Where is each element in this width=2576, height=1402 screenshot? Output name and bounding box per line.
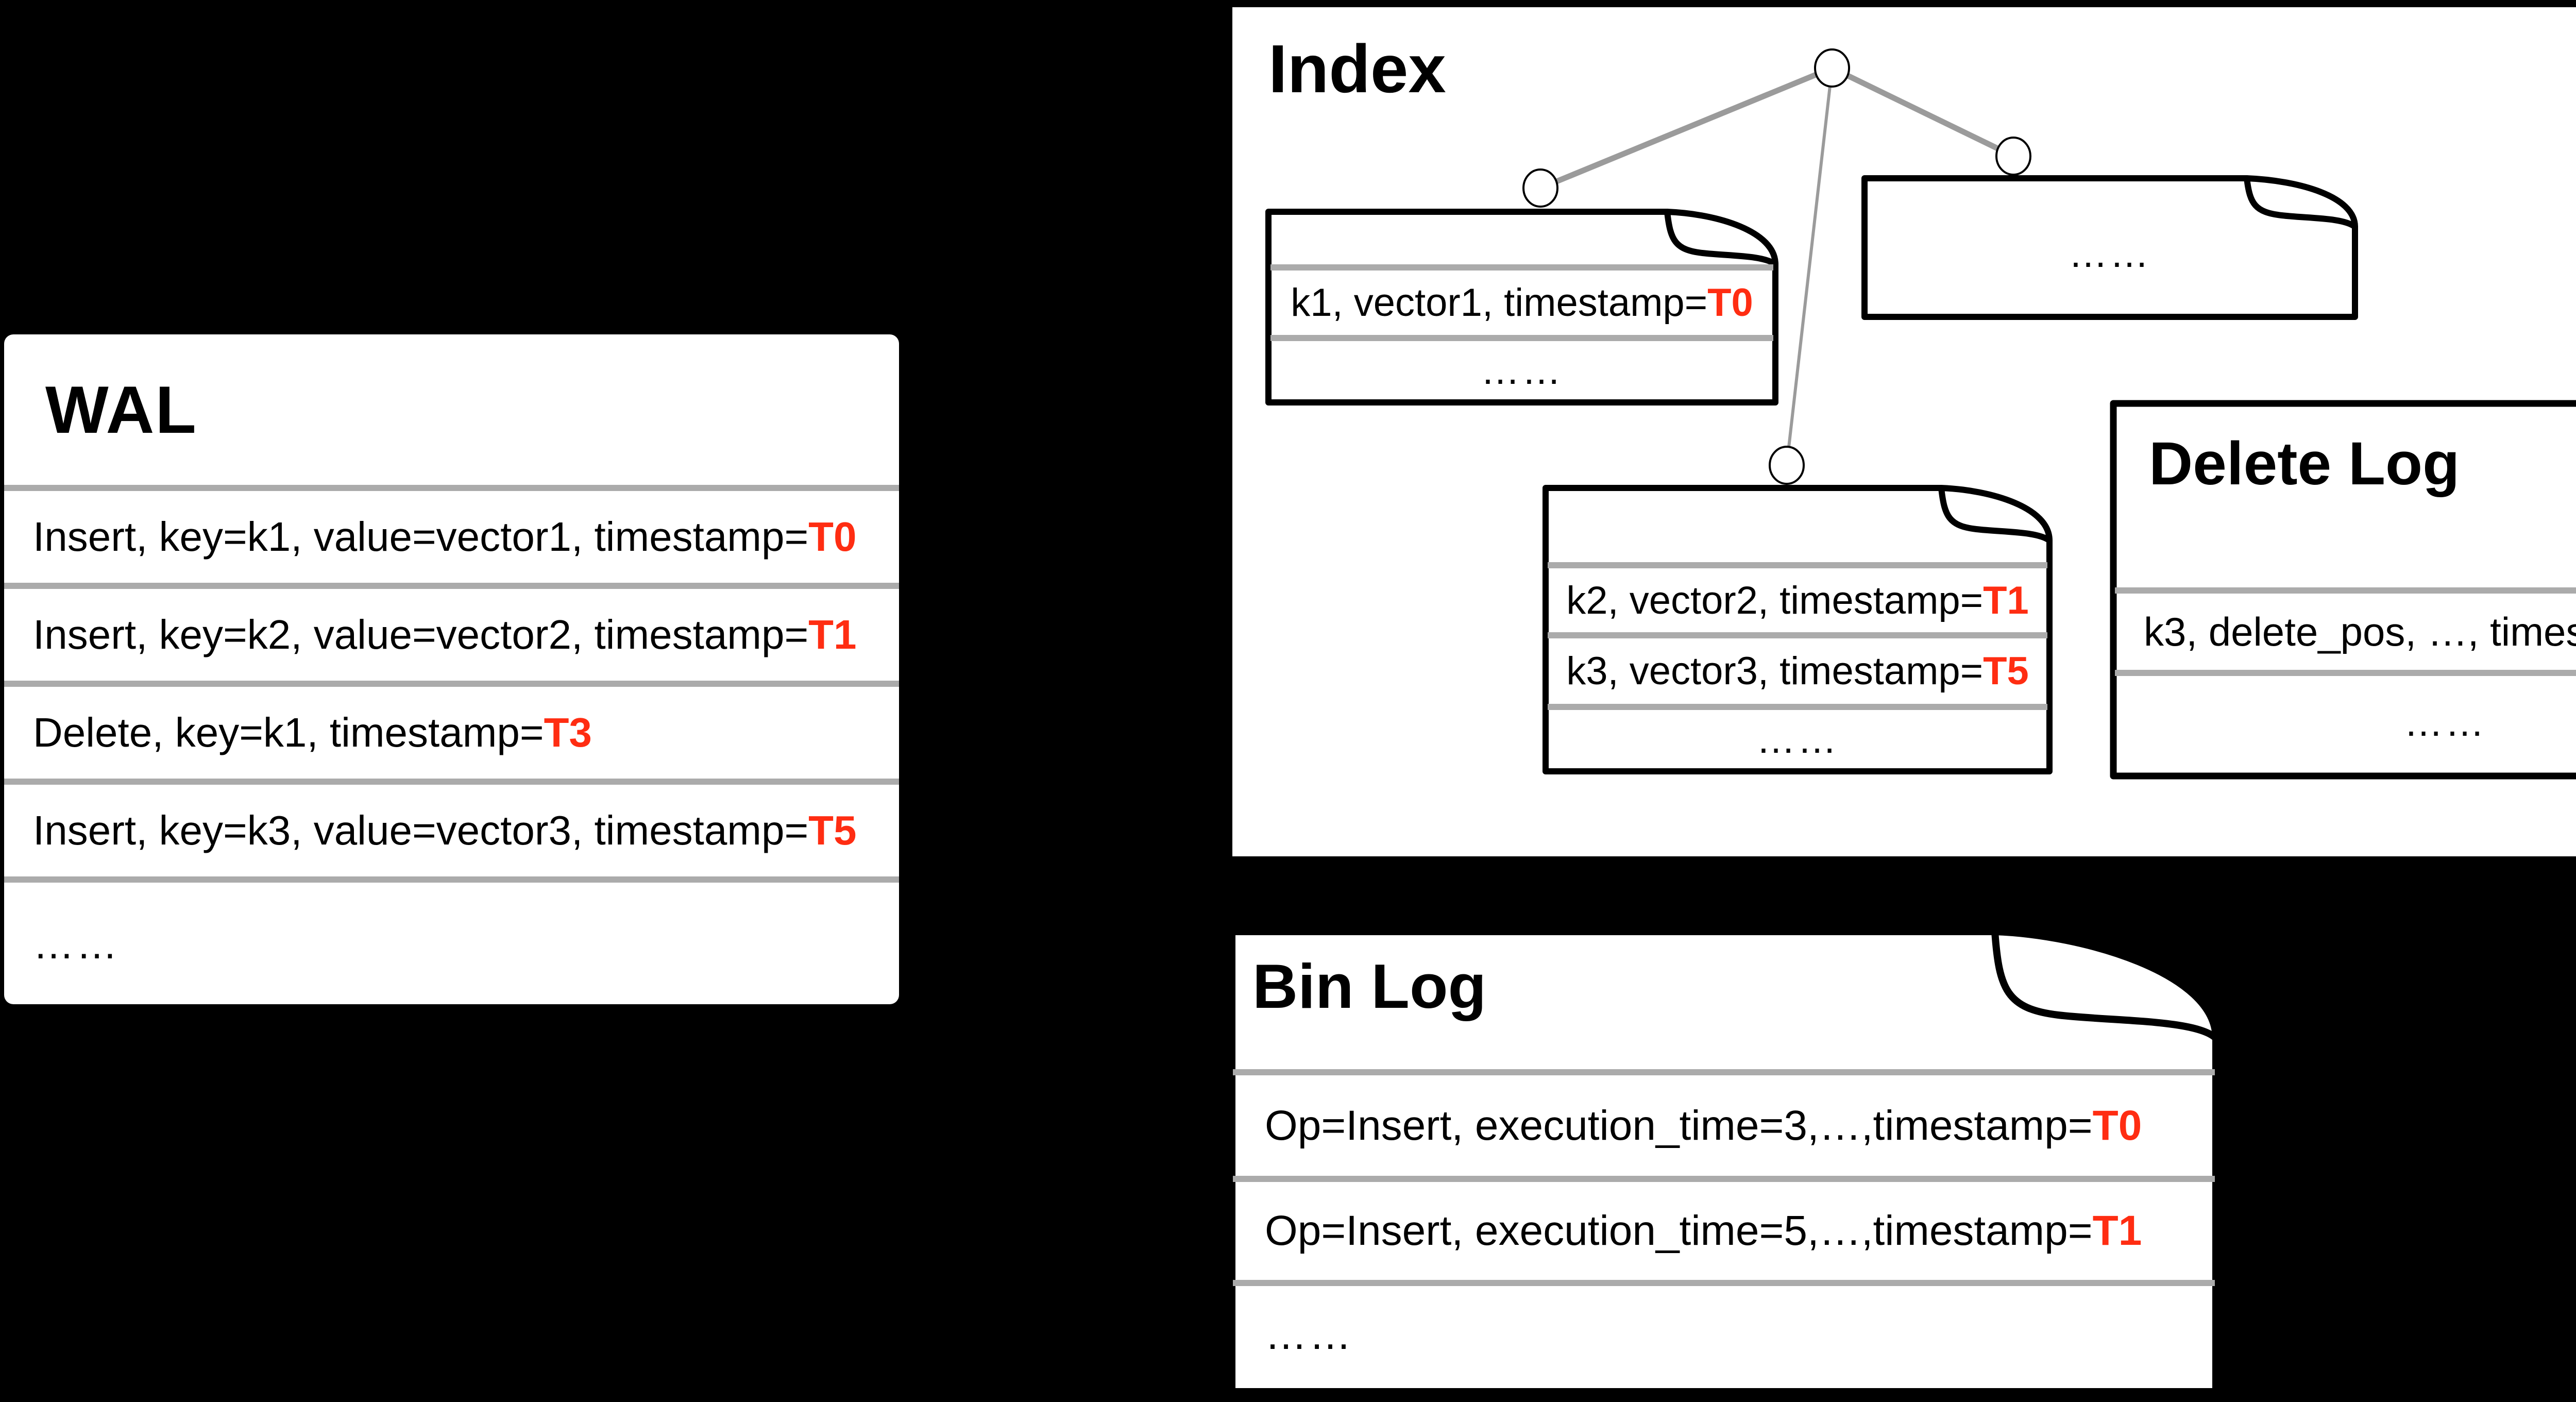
doc-row: k1, vector1, timestamp=T0 [1273,271,1771,335]
index-panel: Index k1, vector1, timestamp=T0 …… [1232,7,2576,856]
timestamp-value: T0 [1707,281,1753,325]
timestamp-value: T1 [2092,1207,2142,1254]
doc-divider [1270,335,1773,341]
doc-row-text: k3, vector3, timestamp= [1566,649,1984,693]
doc-divider [1233,1280,2215,1286]
doc-row: Op=Insert, execution_time=5,…,timestamp=… [1235,1182,2213,1280]
delete-log-doc: Delete Log k3, delete_pos, …, timestamp=… [2110,400,2576,780]
page-shape [1861,175,2358,320]
wal-log-row: Insert, key=k3, value=vector3, timestamp… [4,779,899,876]
doc-row-text: k1, vector1, timestamp= [1291,281,1708,325]
doc-ellipsis-row: …… [1550,710,2045,769]
doc-divider [2115,587,2576,594]
timestamp-value: T1 [808,612,857,657]
doc-row-text: Op=Insert, execution_time=3,…,timestamp= [1265,1102,2093,1149]
timestamp-value: T5 [808,807,857,853]
index-tree-edges [1539,65,2015,466]
wal-log-row: Insert, key=k1, value=vector1, timestamp… [4,485,899,583]
doc-divider [2115,670,2576,676]
doc-divider [1548,562,2047,568]
wal-log-row: Insert, key=k2, value=vector2, timestamp… [4,583,899,681]
doc-row: k2, vector2, timestamp=T1 [1550,568,2045,632]
ellipsis-text: …… [1481,349,1563,393]
page-shape [1543,485,2053,774]
bin-log-title: Bin Log [1252,951,1486,1021]
wal-row-text: Insert, key=k2, value=vector2, timestamp… [33,612,809,657]
doc-divider [1270,264,1773,271]
timestamp-value: T5 [1983,649,2029,693]
timestamp-value: T3 [544,710,592,755]
wal-log-row: Delete, key=k1, timestamp=T3 [4,681,899,779]
ellipsis-text: …… [2069,232,2151,276]
page-shape [1265,209,1778,406]
doc-row-text: Op=Insert, execution_time=5,…,timestamp= [1265,1207,2093,1254]
doc-divider [1233,1176,2215,1182]
ellipsis-text: …… [33,921,120,967]
doc-ellipsis-row: …… [1235,1286,2213,1384]
wal-row-text: Insert, key=k3, value=vector3, timestamp… [33,807,809,853]
wal-row-text: Delete, key=k1, timestamp= [33,710,544,755]
index-segment-doc-k2k3: k2, vector2, timestamp=T1 k3, vector3, t… [1543,485,2053,774]
timestamp-value: T0 [808,514,857,560]
ellipsis-text: …… [1756,718,1839,762]
doc-row: k3, delete_pos, …, timestamp=T3 [2117,594,2576,670]
bin-log-doc: Bin Log Op=Insert, execution_time=3,…,ti… [1228,927,2220,1396]
doc-divider [1233,1069,2215,1075]
timestamp-value: T1 [1983,578,2029,622]
index-title: Index [1268,31,1446,107]
timestamp-value: T0 [2092,1102,2142,1149]
wal-title: WAL [45,372,197,447]
doc-row: Op=Insert, execution_time=3,…,timestamp=… [1235,1075,2213,1176]
delete-log-title: Delete Log [2149,430,2460,498]
doc-ellipsis-row: …… [1273,341,1771,400]
ellipsis-text: …… [2404,700,2486,745]
doc-divider [1548,632,2047,638]
doc-divider [1548,704,2047,710]
index-segment-doc-k1: k1, vector1, timestamp=T0 …… [1265,209,1778,406]
page-shape [1228,928,2219,1395]
doc-row-text: k2, vector2, timestamp= [1566,578,1984,622]
doc-ellipsis-row: …… [2117,676,2576,769]
doc-row-text: k3, delete_pos, …, timestamp= [2144,609,2576,654]
ellipsis-text: …… [1265,1311,1353,1358]
wal-row-text: Insert, key=k1, value=vector1, timestamp… [33,514,809,560]
index-segment-doc-more: …… [1861,175,2358,320]
doc-ellipsis-row: …… [1869,222,2351,286]
doc-row: k3, vector3, timestamp=T5 [1550,638,2045,704]
wal-box: WAL Insert, key=k1, value=vector1, times… [4,334,899,1004]
wal-ellipsis-row: …… [4,876,899,1006]
